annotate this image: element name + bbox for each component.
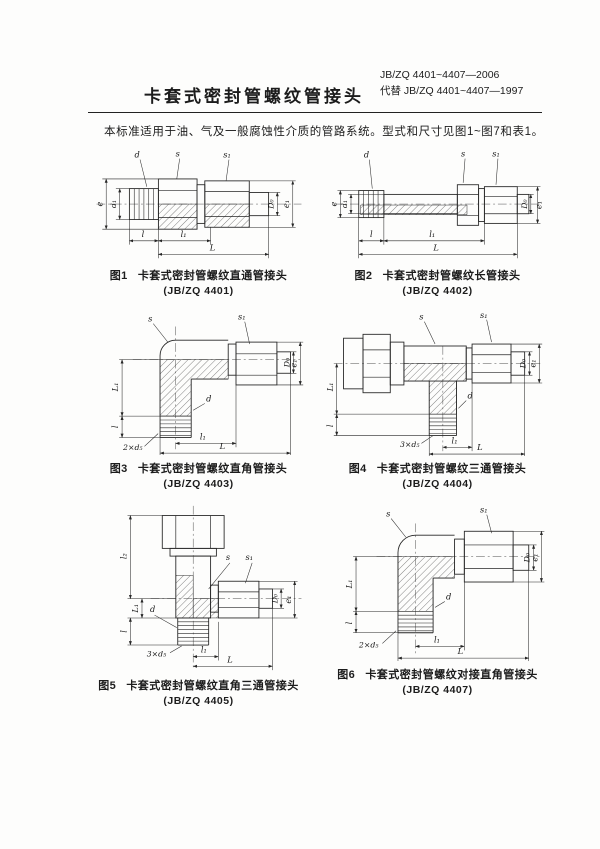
fig5-label-L: L [226, 654, 232, 664]
standard-replaces: 代替 JB/ZQ 4401~4407—1997 [380, 84, 524, 97]
fig6-label-L: L [457, 646, 464, 656]
fig4-label-l: l [325, 424, 335, 427]
fig1-label-L: L [208, 242, 214, 252]
fig6-label-D0: D₀ [523, 552, 532, 563]
fig3-label-L: L [218, 441, 225, 451]
fig3-label-l1: l₁ [199, 431, 205, 441]
fig3-label-dx: 2×d₅ [122, 443, 143, 452]
fig2-label-d: d [363, 150, 368, 160]
fig5-label-l2: l₂ [118, 553, 128, 559]
fig6-label-d: d [446, 592, 451, 602]
fig5-label-L1: L₁ [130, 604, 140, 614]
fig2-label-L: L [432, 242, 438, 252]
fig6-label-s: s [386, 509, 390, 519]
fig6-label-l1: l₁ [434, 635, 440, 645]
figure-4-drawing: s s₁ D₀ e₁ L₁ l d 3×d₅ [325, 310, 543, 457]
fig4-label-s1: s₁ [480, 310, 488, 320]
fig3-label-e1: e₁ [288, 359, 298, 367]
fig1-label-s1: s₁ [223, 150, 231, 160]
figure-5-code: (JB/ZQ 4405) [163, 695, 234, 707]
fig1-label-D0: D₀ [266, 199, 275, 209]
fig2-label-l: l [369, 229, 372, 239]
page-title: 卡套式密封管螺纹管接头 [144, 87, 364, 106]
fig2-label-D0: D₀ [519, 199, 528, 209]
figure-6-drawing: s s₁ D₀ e₁ L₁ l 2×d₅ d [344, 505, 545, 662]
figure-1-drawing: e d₁ D₀ e₁ d s s₁ l l₁ [94, 149, 301, 259]
fig3-label-D0: D₀ [282, 357, 291, 368]
figure-1: e d₁ D₀ e₁ d s s₁ l l₁ [88, 148, 309, 297]
fig4-label-D0: D₀ [519, 358, 528, 369]
figure-3: s s₁ D₀ e₁ L₁ l 2×d₅ d [88, 309, 309, 490]
fig6-label-e1: e₁ [530, 554, 540, 562]
fig5-label-l1: l₁ [200, 645, 206, 655]
fig6-label-s1: s₁ [480, 505, 488, 515]
fig1-label-l1: l₁ [180, 229, 186, 239]
standard-code: JB/ZQ 4401~4407—2006 [380, 69, 500, 81]
figure-3-code: (JB/ZQ 4403) [163, 478, 234, 490]
figure-4: s s₁ D₀ e₁ L₁ l d 3×d₅ [325, 309, 550, 490]
figure-5: l₂ L₁ l d 3×d₅ l₁ L s s₁ [88, 502, 309, 707]
figure-5-drawing: l₂ L₁ l d 3×d₅ l₁ L s s₁ [118, 505, 301, 671]
fig3-label-s: s [148, 314, 152, 324]
figure-6-code: (JB/ZQ 4407) [402, 684, 473, 696]
fig4-label-d: d [467, 391, 472, 401]
figure-2: e d₁ D₀ e₁ d s s₁ l l₁ [325, 148, 550, 297]
fig2-label-e1: e₁ [533, 201, 543, 209]
fig5-label-l: l [118, 630, 128, 633]
standard-codes: JB/ZQ 4401~4407—2006 代替 JB/ZQ 4401~4407—… [380, 68, 542, 100]
fig5-label-s1: s₁ [245, 552, 253, 562]
figure-4-code: (JB/ZQ 4404) [402, 478, 473, 490]
fig6-label-dx: 2×d₅ [358, 640, 379, 649]
fig3-label-l: l [110, 425, 120, 428]
fig1-label-d: d [134, 150, 139, 160]
header: 卡套式密封管螺纹管接头 JB/ZQ 4401~4407—2006 代替 JB/Z… [88, 68, 542, 107]
figure-6: s s₁ D₀ e₁ L₁ l 2×d₅ d [325, 502, 550, 707]
fig2-label-l1: l₁ [429, 229, 435, 239]
fig4-label-dx: 3×d₅ [400, 440, 420, 449]
fig6-label-L1: L₁ [344, 580, 354, 590]
fig5-label-d: d [149, 604, 154, 614]
fig4-label-L: L [476, 442, 483, 452]
header-divider [88, 112, 542, 113]
fig2-label-s: s [461, 149, 465, 159]
figures-grid: e d₁ D₀ e₁ d s s₁ l l₁ [88, 148, 550, 707]
fig5-label-e1: e₁ [282, 596, 292, 604]
fig6-label-l: l [344, 621, 354, 624]
fig1-label-d1: d₁ [108, 200, 117, 208]
figure-2-drawing: e d₁ D₀ e₁ d s s₁ l l₁ [328, 149, 543, 259]
fig5-label-D0: D₀ [270, 594, 279, 604]
fig2-label-e: e [328, 201, 338, 206]
fig5-label-dx: 3×d₅ [146, 650, 165, 659]
fig5-label-s: s [225, 552, 229, 562]
intro-paragraph: 本标准适用于油、气及一般腐蚀性介质的管路系统。型式和尺寸见图1~图7和表1。 [104, 126, 544, 138]
fig1-label-l: l [141, 229, 144, 239]
fig2-label-d1: d₁ [340, 200, 349, 208]
figure-2-code: (JB/ZQ 4402) [402, 285, 473, 297]
figure-1-code: (JB/ZQ 4401) [163, 285, 234, 297]
fig1-label-s: s [175, 149, 179, 159]
fig3-label-d: d [206, 394, 211, 404]
fig4-label-L1: L₁ [325, 382, 335, 392]
fig4-label-s: s [419, 312, 423, 322]
fig4-label-l1: l₁ [452, 435, 458, 445]
figure-3-drawing: s s₁ D₀ e₁ L₁ l 2×d₅ d [110, 312, 303, 456]
fig3-label-s1: s₁ [238, 312, 246, 322]
fig1-label-e1: e₁ [280, 200, 290, 208]
fig1-label-e: e [94, 201, 104, 206]
fig2-label-s1: s₁ [492, 149, 500, 159]
fig4-label-e1: e₁ [527, 359, 537, 367]
fig3-label-L1: L₁ [110, 382, 120, 392]
